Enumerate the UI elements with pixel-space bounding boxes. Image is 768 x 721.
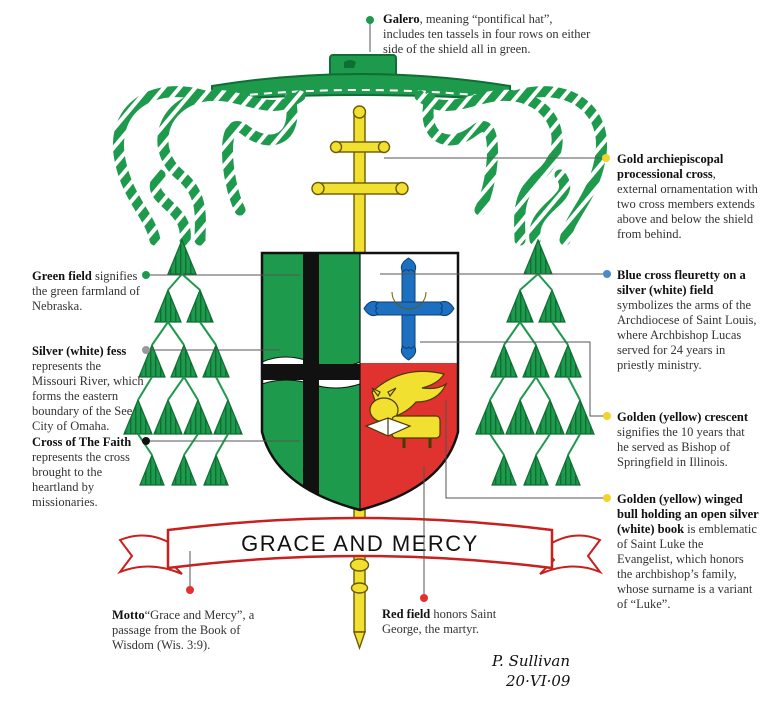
annotation-text: represents the cross brought to the hear… xyxy=(32,450,130,509)
annotation-term: Green field xyxy=(32,269,92,283)
annotation-text: , meaning “pontifical hat”, includes ten… xyxy=(383,12,591,56)
annotation-term: Gold archiepiscopal processional cross xyxy=(617,152,724,181)
annotation-text: “Grace and Mercy”, a passage from the Bo… xyxy=(112,608,255,652)
annotation-silver-fess: Silver (white) fess represents the Misso… xyxy=(32,344,147,434)
galero-cords xyxy=(113,86,607,246)
artist-signature: P. Sullivan 20·VI·09 xyxy=(491,652,571,690)
annotation-term: Golden (yellow) winged bull holding an o… xyxy=(617,492,759,536)
annotation-text: is emblematic of Saint Luke the Evangeli… xyxy=(617,522,757,611)
leader-dots xyxy=(142,16,611,602)
annotation-term: Golden (yellow) crescent xyxy=(617,410,748,424)
annotation-text: represents the Missouri River, which for… xyxy=(32,359,144,433)
annotation-cross-of-faith: Cross of The Faith represents the cross … xyxy=(32,435,150,510)
annotation-processional-cross: Gold archiepiscopal processional cross, … xyxy=(617,152,759,242)
annotation-text: symbolizes the arms of the Archdiocese o… xyxy=(617,298,757,372)
galero-hat xyxy=(211,54,511,102)
annotation-golden-crescent: Golden (yellow) crescent signifies the 1… xyxy=(617,410,759,470)
motto-ribbon: GRACE AND MERCY xyxy=(117,516,604,575)
annotation-winged-bull: Golden (yellow) winged bull holding an o… xyxy=(617,492,759,612)
annotation-blue-cross: Blue cross fleuretty on a silver (white)… xyxy=(617,268,759,373)
signature-date: 20·VI·09 xyxy=(505,672,571,690)
annotation-term: Cross of The Faith xyxy=(32,435,132,449)
right-tassels xyxy=(475,238,595,486)
shield xyxy=(262,253,458,510)
annotation-text: signifies the green farmland of Nebraska… xyxy=(32,269,140,313)
annotation-text: , external ornamentation with two cross … xyxy=(617,167,758,241)
annotation-motto: Motto“Grace and Mercy”, a passage from t… xyxy=(112,608,272,653)
left-tassels xyxy=(123,238,243,486)
signature-name: P. Sullivan xyxy=(491,652,570,670)
annotation-text: honors Saint George, the martyr. xyxy=(382,607,497,636)
annotation-term: Blue cross fleuretty on a silver (white)… xyxy=(617,268,746,297)
leader-lines xyxy=(148,20,607,598)
annotation-term: Red field xyxy=(382,607,431,621)
annotation-term: Silver (white) fess xyxy=(32,344,127,358)
annotation-red-field: Red field honors Saint George, the marty… xyxy=(382,607,522,637)
annotation-term: Galero xyxy=(383,12,420,26)
annotation-galero: Galero, meaning “pontifical hat”, includ… xyxy=(383,12,593,57)
motto-banner-text: GRACE AND MERCY xyxy=(241,531,479,556)
annotation-text: signifies the 10 years that he served as… xyxy=(617,425,745,469)
annotation-green-field: Green field signifies the green farmland… xyxy=(32,269,144,314)
annotation-term: Motto xyxy=(112,608,145,622)
